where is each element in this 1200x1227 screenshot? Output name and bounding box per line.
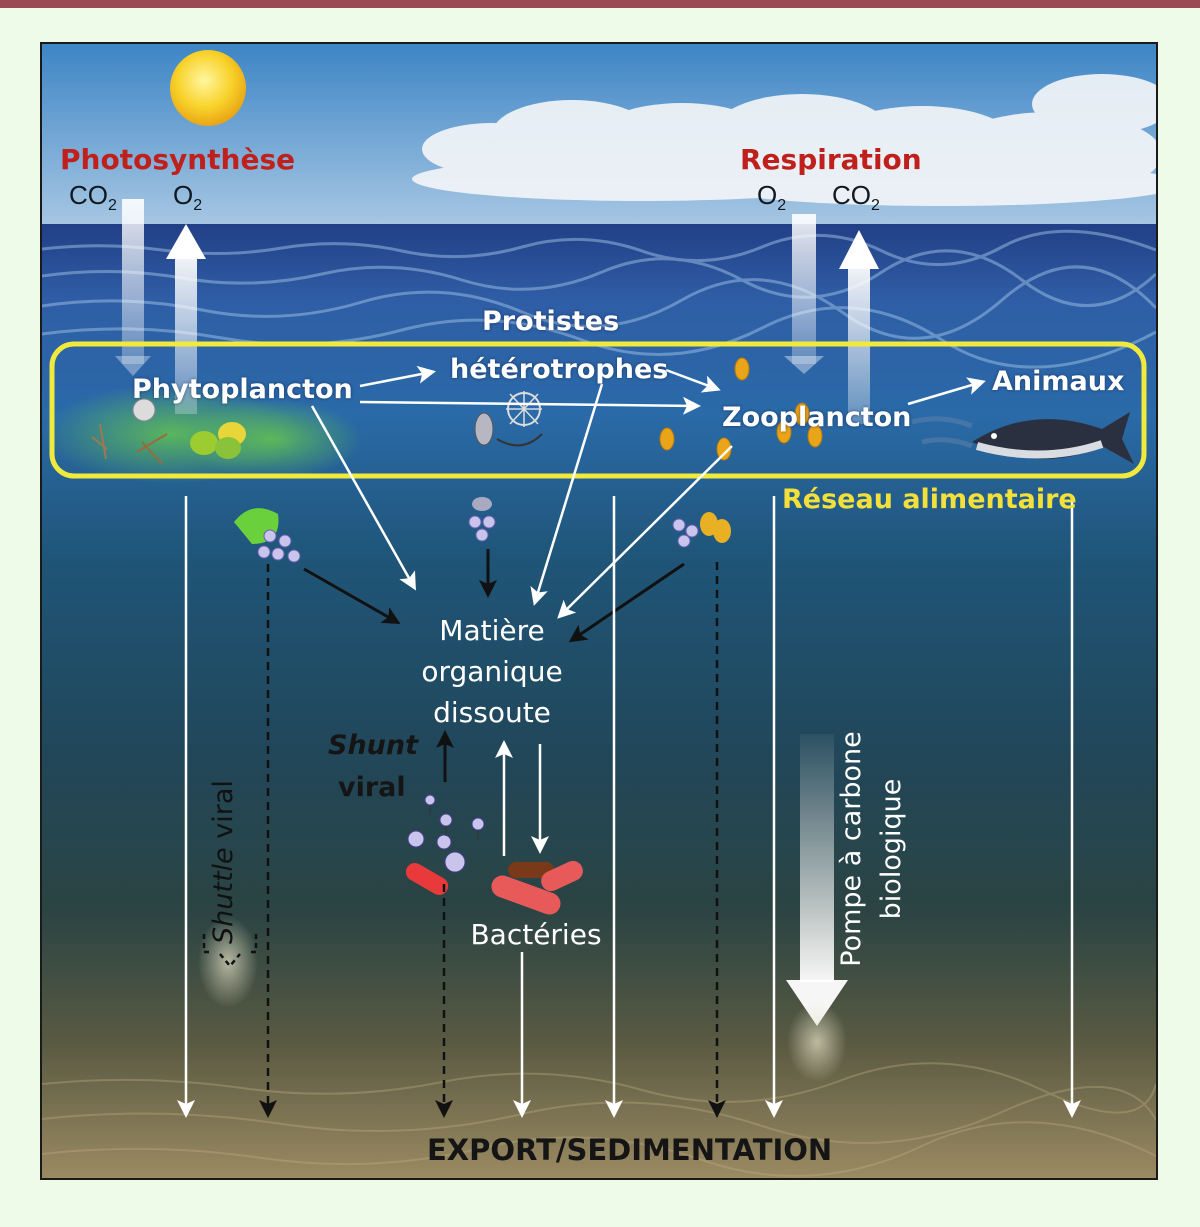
protists-label-line2: hétérotrophes bbox=[450, 354, 669, 385]
protists-label-line1: Protistes bbox=[482, 306, 620, 337]
bacteria-label: Bactéries bbox=[470, 918, 602, 951]
bacteriophage-viruses-icon bbox=[407, 794, 485, 873]
photosynthesis-arrows bbox=[115, 199, 206, 414]
photosynthesis-o2-label: O2 bbox=[173, 180, 203, 215]
photosynthesis-co2-label: CO2 bbox=[69, 180, 117, 215]
zooplankton-label: Zooplancton bbox=[722, 402, 912, 433]
diagram-frame: Photosynthèse CO2 O2 Respiration O2 CO2 … bbox=[40, 42, 1158, 1180]
infected-protist-icon bbox=[468, 497, 496, 542]
food-web-label: Réseau alimentaire bbox=[782, 484, 1077, 515]
protists-icon bbox=[474, 391, 543, 447]
viral-shunt-label-viral: viral bbox=[338, 772, 406, 803]
food-web-box bbox=[49, 341, 1147, 479]
export-dashed-viral-arrows bbox=[259, 562, 726, 1118]
dom-input-black-arrows bbox=[303, 549, 685, 643]
dom-input-white-arrows bbox=[310, 383, 733, 619]
ocean-carbon-diagram bbox=[42, 44, 1156, 1178]
zooplankton-icon bbox=[659, 357, 823, 461]
sun-icon bbox=[170, 50, 246, 126]
export-sedimentation-label: EXPORT/SEDIMENTATION bbox=[427, 1133, 833, 1167]
shuttle-viral-dashed-marks bbox=[202, 934, 258, 968]
top-border-bar bbox=[0, 0, 1200, 8]
respiration-label: Respiration bbox=[740, 143, 922, 176]
biological-pump-arrow bbox=[786, 734, 848, 1082]
seafloor-texture bbox=[42, 1062, 1156, 1178]
viral-shunt-label-word: Shunt bbox=[328, 730, 419, 761]
biological-pump-label: Pompe à carbone biologique bbox=[836, 731, 907, 967]
respiration-o2-label: O2 bbox=[757, 180, 787, 215]
export-white-arrows bbox=[177, 496, 1081, 1118]
dom-bacteria-arrows bbox=[495, 740, 549, 856]
respiration-arrows bbox=[784, 214, 879, 424]
phytoplankton-label: Phytoplancton bbox=[132, 374, 353, 405]
bacteria-icon bbox=[405, 860, 583, 915]
photosynthesis-label: Photosynthèse bbox=[60, 143, 296, 176]
viral-shuttle-label: Shuttle viral bbox=[208, 780, 239, 944]
animals-label: Animaux bbox=[992, 366, 1125, 397]
food-web-arrows bbox=[359, 365, 986, 415]
phytoplankton-cells-icon bbox=[91, 398, 246, 465]
infected-zooplankton-icon bbox=[672, 512, 731, 548]
clouds bbox=[412, 74, 1156, 206]
dissolved-organic-matter-label: Matière organique dissoute bbox=[421, 614, 563, 729]
tuna-fish-icon bbox=[911, 412, 1134, 464]
respiration-co2-label: CO2 bbox=[832, 180, 880, 215]
infected-phytoplankton-icon bbox=[234, 508, 301, 563]
